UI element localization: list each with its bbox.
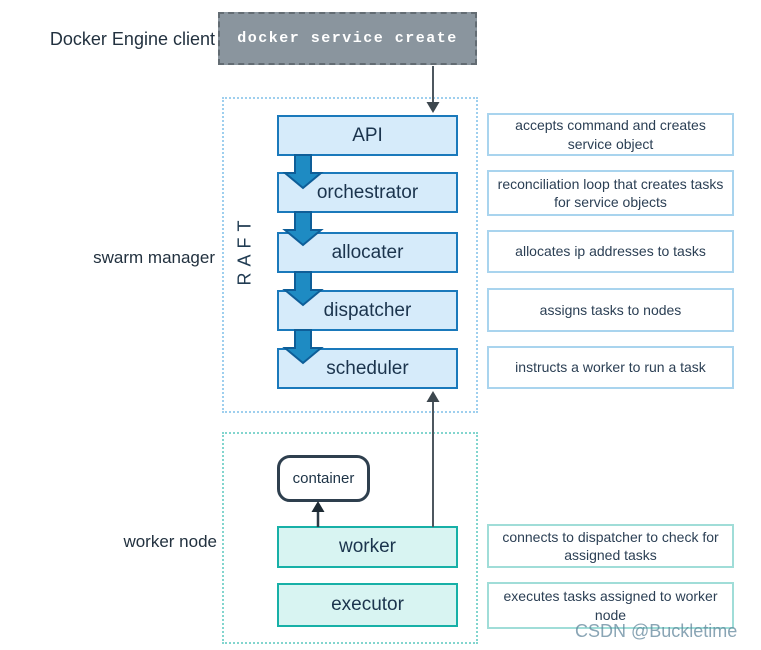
flow-box-allocater-label: allocater xyxy=(331,241,404,263)
desc-scheduler: instructs a worker to run a task xyxy=(487,346,734,389)
flow-box-scheduler: scheduler xyxy=(277,348,458,389)
raft-label: RAFT xyxy=(234,214,255,286)
desc-scheduler-text: instructs a worker to run a task xyxy=(515,359,706,376)
flow-box-dispatcher: dispatcher xyxy=(277,290,458,331)
worker-node-group xyxy=(222,432,478,644)
swarm-manager-group xyxy=(222,97,478,413)
flow-box-executor: executor xyxy=(277,583,458,627)
client-label: Docker Engine client xyxy=(49,29,215,49)
flow-box-allocater: allocater xyxy=(277,232,458,273)
desc-orchestrator-text: reconciliation loop that creates tasks f… xyxy=(497,175,724,210)
flow-box-dispatcher-label: dispatcher xyxy=(323,299,412,321)
flow-box-api-label: API xyxy=(352,124,383,146)
desc-api-text: accepts command and creates service obje… xyxy=(515,117,706,152)
docker-command-box: docker service create xyxy=(218,12,477,65)
flow-box-executor-label: executor xyxy=(331,594,404,615)
worker-node-label: worker node xyxy=(123,532,217,551)
desc-executor: executes tasks assigned to worker node xyxy=(487,582,734,629)
docker-command-text: docker service create xyxy=(237,30,458,47)
flow-box-orchestrator: orchestrator xyxy=(277,172,458,213)
container-box-label: container xyxy=(292,470,355,487)
desc-executor-text: executes tasks assigned to worker node xyxy=(503,588,718,623)
flow-box-scheduler-label: scheduler xyxy=(326,357,409,379)
flow-box-api: API xyxy=(277,115,458,156)
desc-worker: connects to dispatcher to check for assi… xyxy=(487,524,734,568)
watermark: CSDN @Buckletime xyxy=(575,621,738,641)
desc-allocater-text: allocates ip addresses to tasks xyxy=(515,243,706,260)
flow-box-orchestrator-label: orchestrator xyxy=(316,181,419,203)
container-box: container xyxy=(277,455,370,502)
swarm-manager-label: swarm manager xyxy=(93,248,215,267)
desc-worker-text: connects to dispatcher to check for assi… xyxy=(502,528,719,563)
desc-api: accepts command and creates service obje… xyxy=(487,113,734,156)
desc-dispatcher-text: assigns tasks to nodes xyxy=(539,301,682,318)
flow-box-worker-label: worker xyxy=(338,536,396,557)
flow-box-worker: worker xyxy=(277,526,458,568)
desc-orchestrator: reconciliation loop that creates tasks f… xyxy=(487,170,734,216)
desc-allocater: allocates ip addresses to tasks xyxy=(487,230,734,273)
desc-dispatcher: assigns tasks to nodes xyxy=(487,288,734,332)
